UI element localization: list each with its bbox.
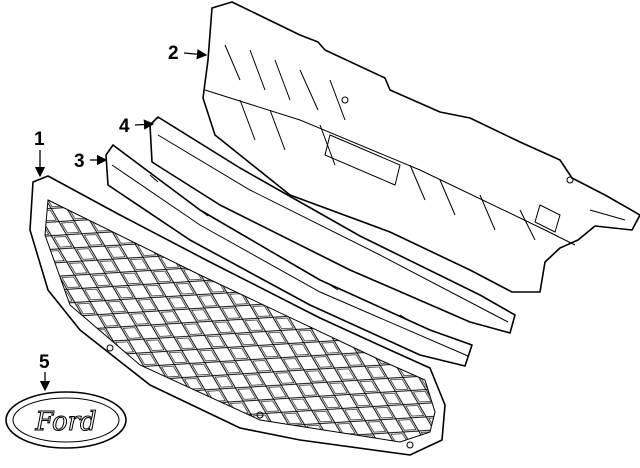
callout-label: 5 — [39, 352, 50, 373]
callout-label: 2 — [168, 43, 179, 64]
callout-5: 5 — [39, 352, 51, 392]
ford-emblem: Ford — [5, 391, 127, 449]
leader-arrow — [134, 119, 155, 130]
emblem-text: Ford — [34, 407, 96, 437]
callout-3: 3 — [74, 151, 108, 172]
grille-reinforcement — [202, 1, 640, 293]
callout-1: 1 — [34, 129, 46, 178]
callout-label: 4 — [119, 116, 130, 137]
leader-arrow — [183, 48, 208, 60]
callout-2: 2 — [168, 43, 208, 64]
callout-label: 1 — [34, 129, 45, 150]
lower-molding — [105, 144, 473, 367]
callout-4: 4 — [119, 116, 155, 137]
upper-molding — [149, 116, 516, 334]
callout-label: 3 — [74, 151, 85, 172]
